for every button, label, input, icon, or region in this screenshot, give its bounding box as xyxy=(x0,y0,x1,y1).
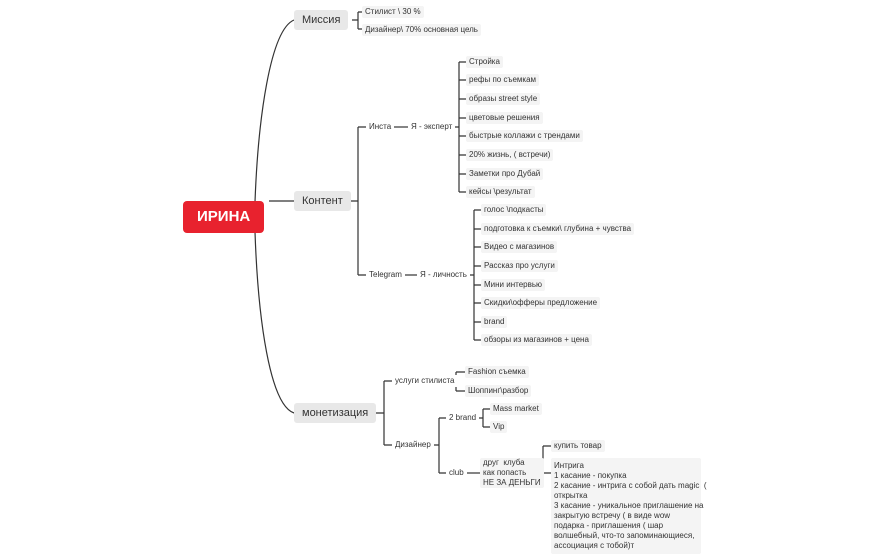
insta-item[interactable]: образы street style xyxy=(466,93,541,105)
telegram-item[interactable]: brand xyxy=(481,316,508,328)
mission-item-designer[interactable]: Дизайнер\ 70% основная цель xyxy=(362,24,481,36)
monetization-designer[interactable]: Дизайнер xyxy=(392,439,434,451)
designer-brand[interactable]: 2 brand xyxy=(446,412,480,424)
insta-item[interactable]: Заметки про Дубай xyxy=(466,168,544,180)
monetization-stylist[interactable]: услуги стилиста xyxy=(392,375,458,387)
root-node[interactable]: ИРИНА xyxy=(183,201,265,233)
telegram-item[interactable]: Видео с магазинов xyxy=(481,241,558,253)
brand-item[interactable]: Mass market xyxy=(490,403,542,415)
content-insta[interactable]: Инста xyxy=(366,121,395,133)
telegram-item[interactable]: Рассказ про услуги xyxy=(481,260,558,272)
telegram-item[interactable]: подготовка к съемки\ глубина + чувства xyxy=(481,223,635,235)
branch-content[interactable]: Контент xyxy=(294,191,351,211)
brand-item[interactable]: Vip xyxy=(490,421,508,433)
designer-club[interactable]: club xyxy=(446,467,467,479)
branch-monetization[interactable]: монетизация xyxy=(294,403,377,423)
telegram-item[interactable]: Мини интервью xyxy=(481,279,546,291)
telegram-item[interactable]: Скидки\офферы предложение xyxy=(481,297,601,309)
club-buy[interactable]: купить товар xyxy=(551,440,605,452)
insta-item[interactable]: быстрые коллажи с трендами xyxy=(466,130,583,142)
club-note[interactable]: друг клуба как попасть НЕ ЗА ДЕНЬГИ xyxy=(480,458,544,488)
content-telegram[interactable]: Telegram xyxy=(366,269,405,281)
branch-mission[interactable]: Миссия xyxy=(294,10,349,30)
telegram-role[interactable]: Я - личность xyxy=(417,269,470,281)
stylist-item[interactable]: Шоппинг\разбор xyxy=(465,385,532,397)
insta-item[interactable]: рефы по съемкам xyxy=(466,74,540,86)
insta-item[interactable]: 20% жизнь, ( встречи) xyxy=(466,149,554,161)
stylist-item[interactable]: Fashion съемка xyxy=(465,366,529,378)
telegram-item[interactable]: обзоры из магазинов + цена xyxy=(481,334,592,346)
insta-item[interactable]: Стройка xyxy=(466,56,503,68)
telegram-item[interactable]: голос \подкасты xyxy=(481,204,547,216)
club-intrigue[interactable]: Интрига 1 касание - покупка 2 касание - … xyxy=(551,458,707,554)
mission-item-stylist[interactable]: Стилист \ 30 % xyxy=(362,6,424,18)
insta-item[interactable]: кейсы \результат xyxy=(466,186,535,198)
insta-role[interactable]: Я - эксперт xyxy=(408,121,456,133)
insta-item[interactable]: цветовые решения xyxy=(466,112,543,124)
